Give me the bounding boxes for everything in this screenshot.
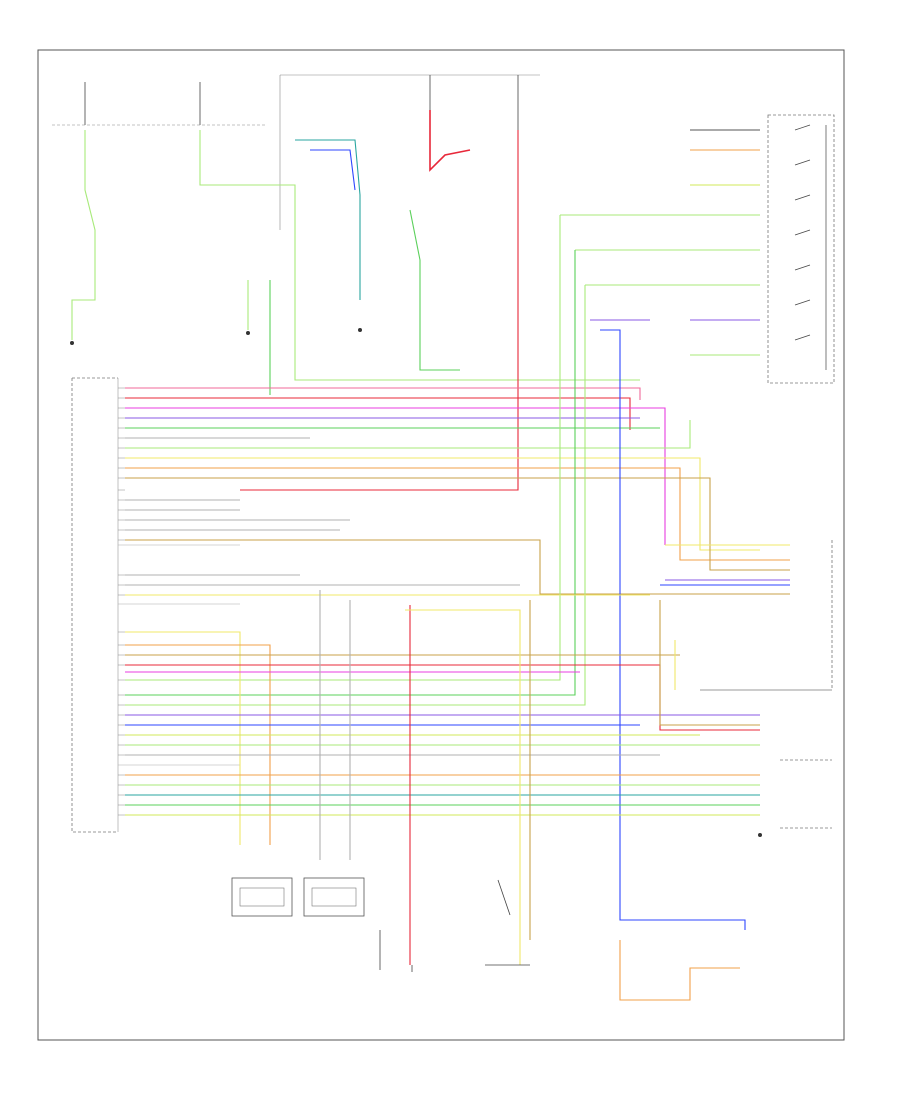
wires xyxy=(71,110,790,1001)
wire-pcm-19 xyxy=(125,631,241,845)
wire-sol-4 xyxy=(659,600,760,726)
throttle-position-sensor xyxy=(485,879,530,966)
wire-pcm-08 xyxy=(125,457,760,551)
wire-pcm-20 xyxy=(125,644,271,845)
wire-green-left-1 xyxy=(71,130,96,340)
wire-pcm-15 xyxy=(125,539,790,595)
wire-pcm-09 xyxy=(125,467,790,561)
wire-green-left-2 xyxy=(199,130,640,381)
shift-solenoid xyxy=(303,877,365,917)
solenoid-body xyxy=(700,540,833,829)
wire-green-v2 xyxy=(125,250,576,696)
wire-orange-br xyxy=(619,940,740,1001)
wire-pcm-22 xyxy=(125,664,760,731)
tcc-solenoid xyxy=(231,877,293,917)
wire-pcm-02 xyxy=(125,397,631,430)
pcm-pin-ticks xyxy=(118,387,125,816)
wire-pcm-01 xyxy=(125,387,641,400)
ground-connectors xyxy=(70,328,762,837)
wire-teal-1 xyxy=(295,139,361,300)
output-shaft-speed-sensor xyxy=(379,930,413,972)
pcm-module xyxy=(71,377,240,833)
wire-pcm-03 xyxy=(125,407,666,545)
wire-red-main xyxy=(240,130,519,491)
wire-pcm-10 xyxy=(125,477,790,571)
fuse-block-left xyxy=(52,74,540,230)
wire-blue-br xyxy=(640,919,746,930)
wire-pcm-07 xyxy=(125,420,691,449)
wire-green-v3 xyxy=(125,285,586,706)
transmission-range-sensor xyxy=(767,114,835,384)
wire-blue-1 xyxy=(310,149,356,191)
wire-tan-oss xyxy=(405,609,521,965)
diagram-border xyxy=(37,49,845,1041)
wire-green-2 xyxy=(409,209,460,371)
wire-red-fuse xyxy=(429,110,471,172)
